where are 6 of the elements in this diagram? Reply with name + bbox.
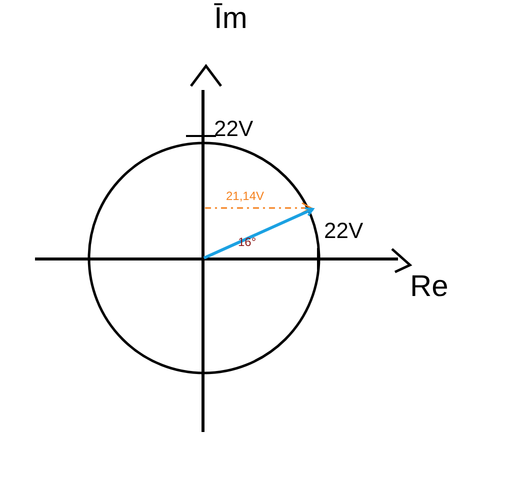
angle-label: 16° <box>238 236 256 248</box>
value-label: 22V <box>324 220 364 242</box>
axis-label: Re <box>410 272 448 302</box>
value-label: 22V <box>214 118 254 140</box>
value-label: 21,14V <box>226 190 264 202</box>
axis-label: Īm <box>214 4 248 34</box>
